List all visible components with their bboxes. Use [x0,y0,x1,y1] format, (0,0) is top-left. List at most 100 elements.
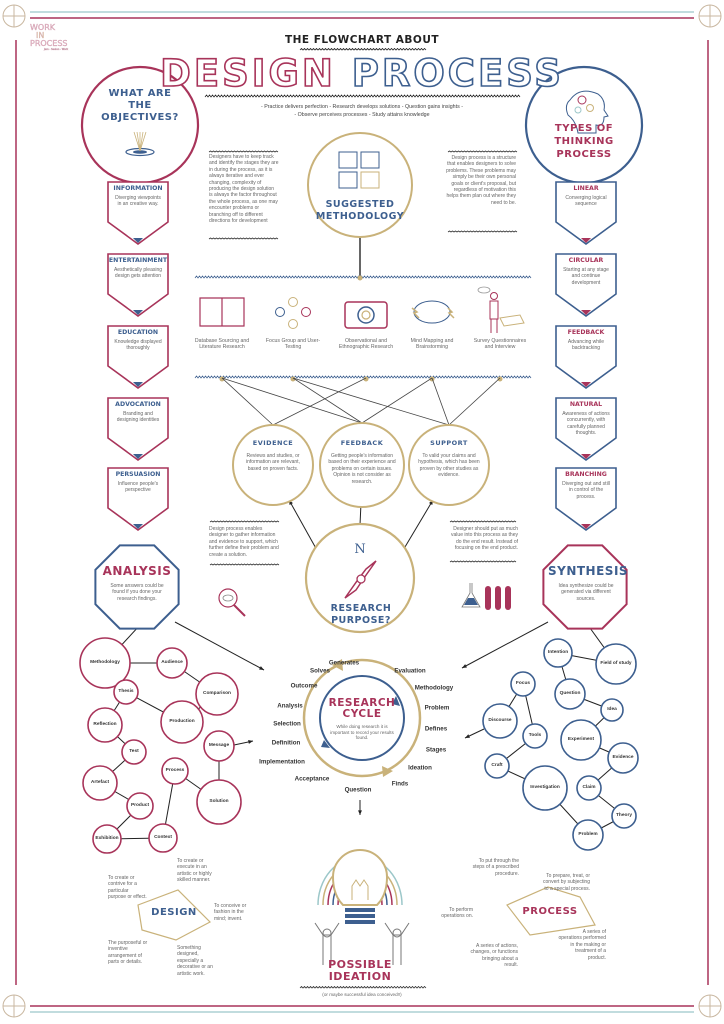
triangle-pointer-icon [133,238,143,243]
methodology-title: SUGGESTED METHODOLOGY [315,199,405,222]
cycle-arrow-icon [382,766,393,777]
thinking-card [555,325,617,389]
logo-subtitle: Jam · Sesion · Work [44,48,69,51]
design-title: DESIGN [151,907,197,918]
arrow [288,499,319,553]
synthesis-node-label: Focus [515,681,531,686]
synthesis-node-label: Idea [607,707,617,712]
target-icon [133,150,147,154]
thinking-card-title: LINEAR [573,185,599,192]
ideation-caption: (or maybe successful idea conceived!!) [322,992,402,997]
triangle-pointer-icon [581,524,591,529]
cycle-label: Selection [273,720,301,728]
analysis-node [156,647,188,679]
synthesis-node-label: Problem [578,832,598,837]
cycle-label: Acceptance [294,775,330,783]
triangle-pointer-icon [581,238,591,243]
analysis-node-label: Exhibition [95,836,119,841]
arrowhead-icon [462,664,467,668]
analysis-node-label: Production [169,719,195,724]
purpose-circle [319,422,405,508]
cycle-arrow-icon [392,696,400,706]
cycle-ring-inner [319,675,405,761]
arrow [401,499,434,553]
analysis-node [113,679,139,705]
magnifier-icon [218,588,238,608]
test-tube-icon [485,586,491,610]
cheering-person-icon [384,922,410,965]
synthesis-arrow [461,621,549,669]
logo-line: WORK [30,23,56,32]
analysis-node-label: Reflection [93,722,117,727]
cycle-label: Implementation [259,758,305,766]
thinking-card [555,467,617,531]
arrows-icon [139,131,147,152]
thinking-card [555,181,617,245]
analysis-node-label: Thesis [118,689,134,694]
objective-card-title: EDUCATION [117,329,159,336]
triangle-pointer-icon [133,524,143,529]
compass-needle-icon [356,574,366,584]
text-rule [447,150,518,153]
cycle-label: Evaluation [394,667,426,675]
puzzle-icon [338,171,358,189]
bead-icon [290,376,296,382]
arrows-icon [133,131,141,152]
synthesis-node [484,753,510,779]
camera-icon [361,310,371,320]
text-rule [209,520,280,523]
group-icon [301,307,311,317]
objective-card [107,181,169,245]
design-definition: To conceive or fashion in the mind; inve… [214,903,247,922]
synthesis-node [522,765,568,811]
connector-line [292,377,363,424]
triangle-pointer-icon [581,382,591,387]
synthesis-node [522,723,548,749]
analysis-node [161,757,189,785]
analysis-node-label: Methodology [90,660,120,665]
page-title: DESIGN PROCESS [0,51,724,96]
design-definition: The purposeful or inventive arrangement … [108,940,148,966]
synthesis-node-label: Claim [582,785,596,790]
analysis-node [148,823,178,853]
arrowhead-icon [259,666,264,670]
process-definition: To perform operations on. [441,907,473,920]
flask-icon [464,598,478,605]
compass-north-letter: N [354,542,366,557]
objective-card-title: PERSUASION [115,471,161,478]
analysis-node [126,792,154,820]
ideation-title: POSSIBLE [328,958,392,971]
analysis-node-label: Comparison [203,691,231,696]
cycle-label: Definition [271,739,301,747]
analysis-node [196,779,242,825]
purpose-text: Getting people's information based on th… [328,453,396,485]
gear-icon [574,106,582,114]
triangle-pointer-icon [581,310,591,315]
purpose-text: To valid your claims and hypothesis, whi… [418,453,480,479]
thinking-card-title: NATURAL [569,401,603,408]
thinking-card-title: CIRCULAR [568,257,604,264]
design-definition: To create or execute in an artistic or h… [177,858,212,884]
title-design: DESIGN [159,51,336,96]
methodology-left-text: Designers have to keep track and identif… [209,154,279,225]
process-definition: A series of actions, changes, or functio… [470,943,518,969]
cycle-label: Solves [310,667,330,675]
clipboard-icon [499,314,525,327]
process-definition: To put through the steps of a prescribed… [472,858,519,877]
objective-card-text: Branding and designing identities [116,411,160,424]
thinking-title: TYPES OF THINKING PROCESS [554,123,614,160]
arrowhead-icon [465,734,470,738]
purpose-title: SUPPORT [430,439,468,447]
puzzle-icon [360,171,380,189]
method-label: Focus Group and User-Testing [265,338,321,351]
analysis-text: Some answers could be found if you done … [110,583,164,602]
tagline-1: - Practice delivers perfection - Researc… [261,104,463,110]
light-bulb-icon [331,849,389,906]
methodology-right-text: Design process is a structure that enabl… [446,155,516,206]
thinking-card [555,397,617,461]
gear-icon [586,104,594,112]
objective-card [107,397,169,461]
synthesis-node [607,742,639,774]
purpose-circle [408,424,490,506]
bead-icon [357,275,363,281]
